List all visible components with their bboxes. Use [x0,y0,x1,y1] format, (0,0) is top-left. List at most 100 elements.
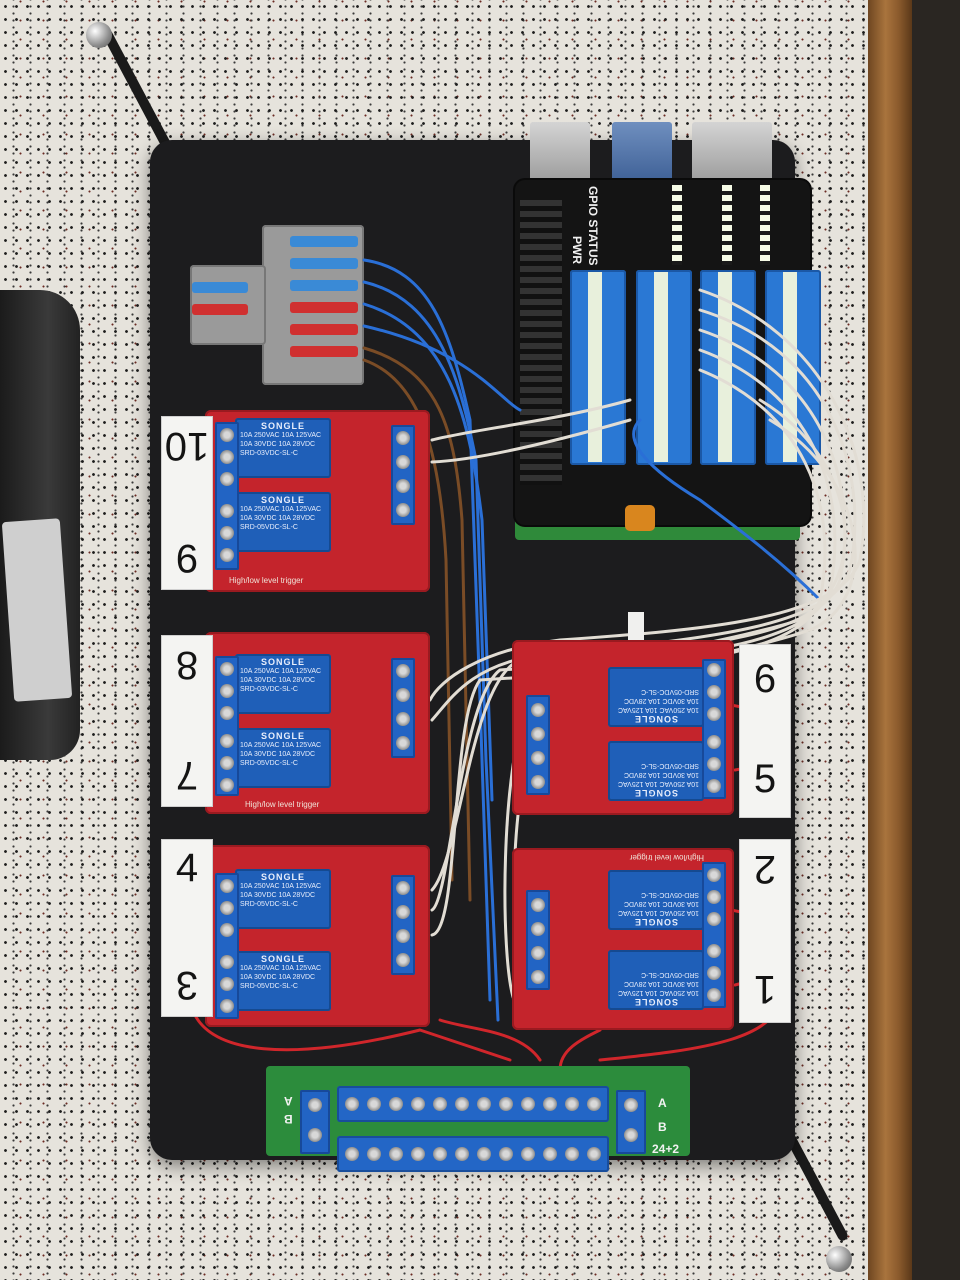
lever-blue-2 [290,258,358,269]
slot-label-10: 10 [164,424,210,468]
relay-4: SONGLE 10A 250VAC 10A 125VAC 10A 30VDC 1… [235,869,331,929]
relay-4-rating-dc: 10A 30VDC 10A 28VDC [240,892,316,899]
bus-terminal-right [616,1090,646,1154]
relay-9-10-output-terminal [215,422,239,570]
capacitor [625,505,655,531]
relay-3: SONGLE 10A 250VAC 10A 125VAC 10A 30VDC 1… [235,951,331,1011]
slot-label-3: 3 [175,963,199,1007]
lever-red-left [192,304,248,315]
relay-8-rating-ac: 10A 250VAC 10A 125VAC [240,668,322,675]
relay-module-9-10: SONGLE 10A 250VAC 10A 125VAC 10A 30VDC 1… [205,410,430,592]
relay-3-rating-ac: 10A 250VAC 10A 125VAC [240,965,322,972]
lever-blue-1 [290,236,358,247]
label-card-5-6: 6 5 [740,645,790,817]
relay-7-8-trigger-label: High/low level trigger [245,800,320,809]
relay-9-model: SRD-05VDC-SL-C [240,524,298,531]
led-column-1 [672,185,682,265]
relay-3-rating-dc: 10A 30VDC 10A 28VDC [240,974,316,981]
relay-2-rating-ac: 10A 250VAC 10A 125VAC [617,909,699,916]
gpio-label-strip-1 [588,272,602,462]
relay-10-rating-dc: 10A 30VDC 10A 28VDC [240,441,316,448]
relay-2-rating-dc: 10A 30VDC 10A 28VDC [623,900,699,907]
relay-2: SONGLE 10A 250VAC 10A 125VAC 10A 30VDC 1… [608,870,704,930]
relay-module-3-4: SONGLE 10A 250VAC 10A 125VAC 10A 30VDC 1… [205,845,430,1027]
led-column-2 [722,185,732,265]
relay-5-rating-ac: 10A 250VAC 10A 125VAC [617,780,699,787]
relay-2-brand: SONGLE [634,917,679,927]
relay-2-model: SRD-05VDC-SL-C [641,891,699,898]
relay-7-rating-dc: 10A 30VDC 10A 28VDC [240,751,316,758]
relay-1-rating-ac: 10A 250VAC 10A 125VAC [617,989,699,996]
lever-blue-left [192,282,248,293]
lever-blue-3 [290,280,358,291]
background-floor [912,0,960,1280]
relay-9-10-trigger-label: High/low level trigger [229,576,304,585]
bus-label-a-left: A [284,1094,293,1108]
bus-label-count: 24+2 [652,1142,680,1156]
slot-label-4: 4 [175,846,199,890]
relay-5-brand: SONGLE [634,788,679,798]
relay-9-10-input-terminal [391,425,415,525]
relay-10-model: SRD-03VDC-SL-C [240,450,298,457]
relay-4-rating-ac: 10A 250VAC 10A 125VAC [240,883,322,890]
slot-label-6: 6 [753,657,777,701]
wooden-table-edge [868,0,912,1280]
relay-1-2-trigger-label: High/low level trigger [629,853,704,862]
bus-label-b-left: B [284,1112,293,1126]
relay-7-8-input-terminal [391,658,415,758]
relay-5-6-input-terminal [526,695,550,795]
relay-9-rating-dc: 10A 30VDC 10A 28VDC [240,515,316,522]
bus-terminal-left [300,1090,330,1154]
relay-9-rating-ac: 10A 250VAC 10A 125VAC [240,506,322,513]
relay-6-rating-ac: 10A 250VAC 10A 125VAC [617,706,699,713]
relay-module-1-2: SONGLE 10A 250VAC 10A 125VAC 10A 30VDC 1… [512,848,734,1030]
peg-ball-bottom [826,1246,852,1272]
relay-10: SONGLE 10A 250VAC 10A 125VAC 10A 30VDC 1… [235,418,331,478]
bus-label-a-right: A [658,1096,667,1110]
usb-port-2 [612,122,672,184]
relay-1-rating-dc: 10A 30VDC 10A 28VDC [623,980,699,987]
slot-label-9: 9 [175,536,199,580]
relay-7: SONGLE 10A 250VAC 10A 125VAC 10A 30VDC 1… [235,728,331,788]
relay-5-rating-dc: 10A 30VDC 10A 28VDC [623,771,699,778]
label-card-3-4: 4 3 [162,840,212,1016]
bus-label-b-right: B [658,1120,667,1134]
relay-6-model: SRD-05VDC-SL-C [641,688,699,695]
peg-ball-top [86,22,112,48]
relay-7-brand: SONGLE [260,731,305,741]
label-card-1-2: 2 1 [740,840,790,1022]
slot-label-2: 2 [753,847,777,891]
relay-9-brand: SONGLE [260,495,305,505]
relay-5-model: SRD-05VDC-SL-C [641,762,699,769]
relay-1-model: SRD-05VDC-SL-C [641,971,699,978]
relay-7-rating-ac: 10A 250VAC 10A 125VAC [240,742,322,749]
terminal-row-top [337,1086,609,1122]
relay-10-brand: SONGLE [260,421,305,431]
lever-red-2 [290,324,358,335]
lever-red-3 [290,346,358,357]
slot-label-8: 8 [175,643,199,687]
relay-7-8-output-terminal [215,656,239,796]
relay-6: SONGLE 10A 250VAC 10A 125VAC 10A 30VDC 1… [608,667,704,727]
relay-8-rating-dc: 10A 30VDC 10A 28VDC [240,677,316,684]
relay-8-model: SRD-03VDC-SL-C [240,686,298,693]
relay-1-2-input-terminal [526,890,550,990]
relay-1-2-output-terminal [702,862,726,1008]
relay-1-brand: SONGLE [634,997,679,1007]
relay-7-model: SRD-05VDC-SL-C [240,760,298,767]
relay-3-4-input-terminal [391,875,415,975]
relay-module-7-8: SONGLE 10A 250VAC 10A 125VAC 10A 30VDC 1… [205,632,430,814]
label-card-7-8: 8 7 [162,636,212,806]
relay-4-model: SRD-05VDC-SL-C [240,901,298,908]
ethernet-port [692,122,772,184]
relay-10-rating-ac: 10A 250VAC 10A 125VAC [240,432,322,439]
usb-port-1 [530,122,590,184]
relay-3-model: SRD-05VDC-SL-C [240,983,298,990]
label-card-9-10: 10 9 [162,417,212,589]
gpio-label-strip-2 [654,272,668,462]
relay-3-4-output-terminal [215,873,239,1019]
gpio-header-pins [520,200,562,485]
relay-1: SONGLE 10A 250VAC 10A 125VAC 10A 30VDC 1… [608,950,704,1010]
relay-6-rating-dc: 10A 30VDC 10A 28VDC [623,697,699,704]
relay-5: SONGLE 10A 250VAC 10A 125VAC 10A 30VDC 1… [608,741,704,801]
